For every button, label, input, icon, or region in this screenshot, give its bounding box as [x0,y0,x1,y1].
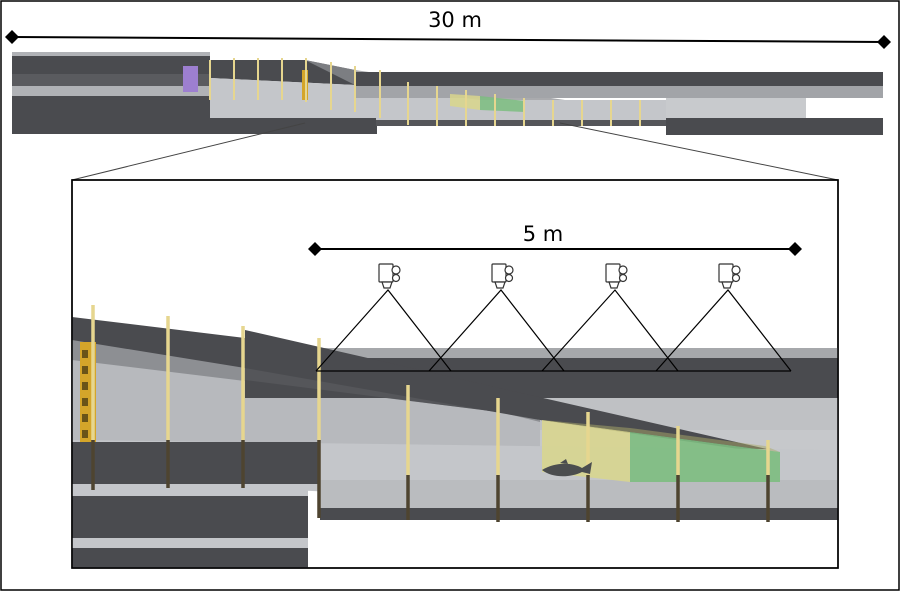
video-camera-icon [378,263,401,289]
zone-green [630,432,780,482]
detail-panel [71,179,839,569]
video-camera-icon [718,263,741,289]
fish-icon [542,459,592,477]
camera-fov-lines [315,289,792,372]
overview-scale-label: 30 m [428,8,482,32]
detail-posts [91,305,770,522]
zoom-line-left [71,122,306,181]
zoom-line-right [559,122,839,181]
cameras [378,263,741,289]
video-camera-icon [605,263,628,289]
overview-channel [12,52,883,135]
overview-gate [183,66,198,92]
detail-scale-label: 5 m [523,222,564,246]
overview-scale-bar [5,30,891,49]
video-camera-icon [491,263,514,289]
overview-posts [209,58,641,126]
